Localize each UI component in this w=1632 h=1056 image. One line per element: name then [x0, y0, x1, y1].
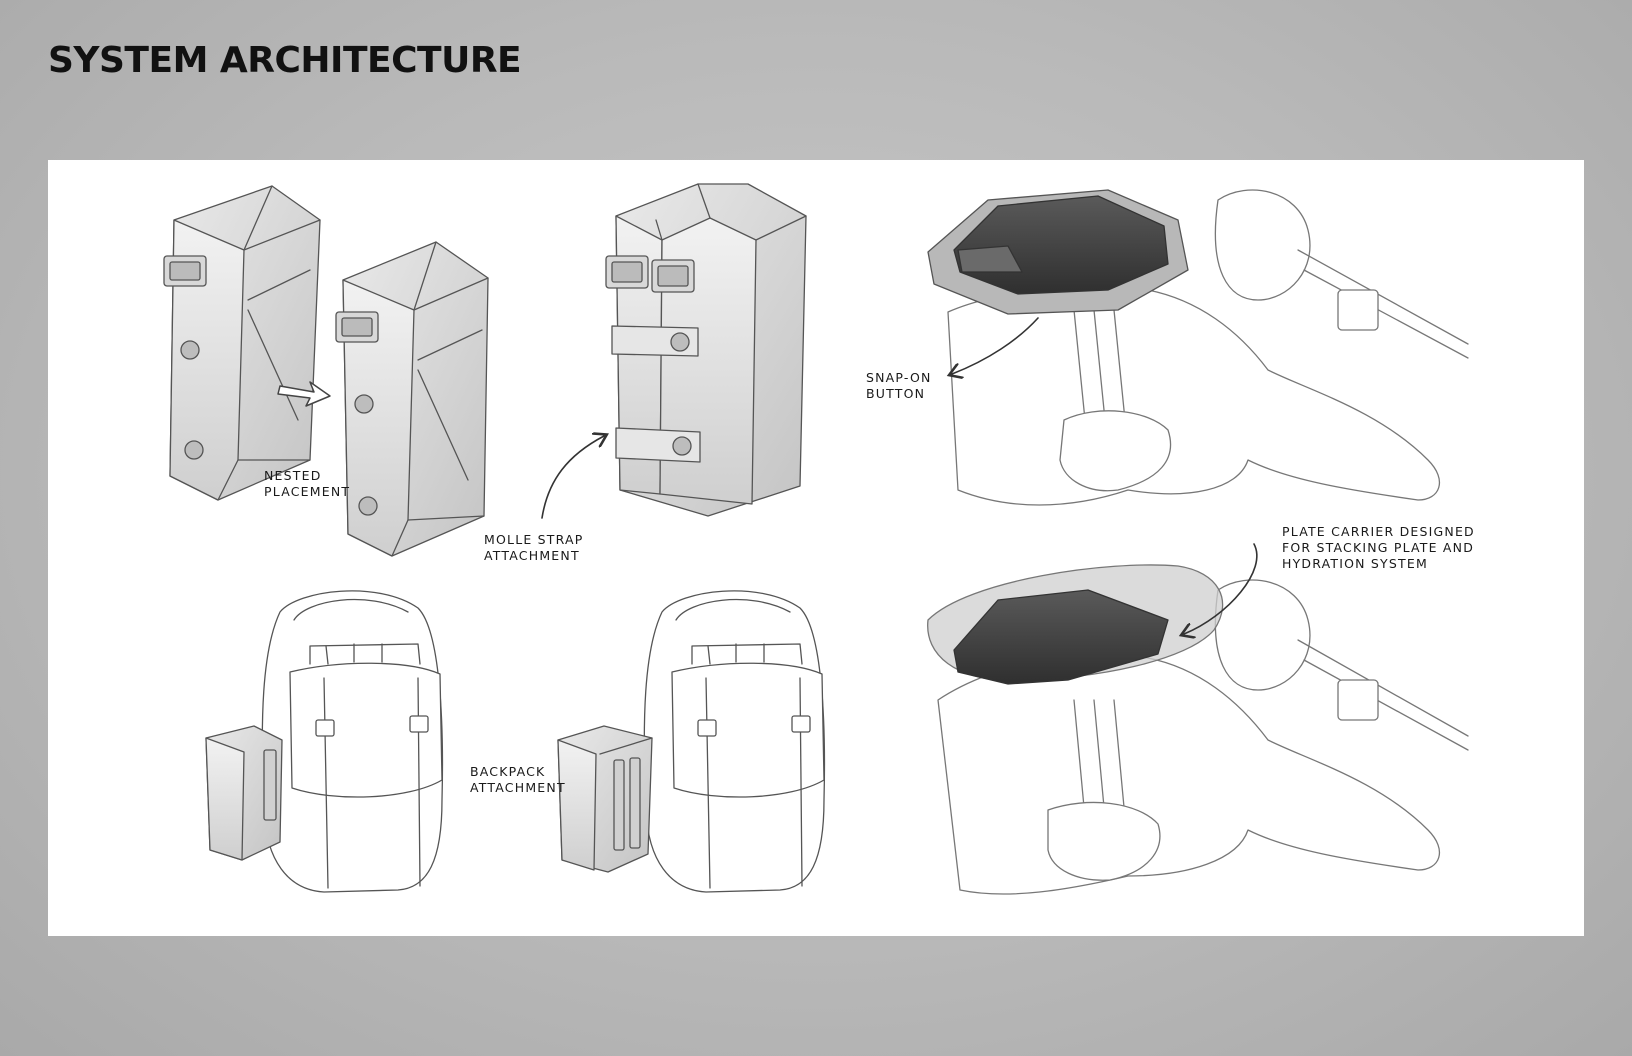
snap-on-module: [927, 189, 1189, 315]
curved-arrow-icon: [541, 436, 604, 519]
curved-arrow-icon: [1184, 543, 1258, 634]
backpack-1-module: [205, 725, 283, 861]
illustration-panel: NESTED PLACEMENT MOLLE STRAP ATTACHMENT …: [48, 160, 1584, 936]
callout-nested-placement: NESTED PLACEMENT: [264, 468, 351, 499]
plate-carrier-module: [927, 564, 1224, 685]
page-title: SYSTEM ARCHITECTURE: [48, 40, 522, 81]
backpack-2: [643, 590, 826, 893]
backpack-2-module: [557, 725, 653, 873]
callout-molle-strap-attachment: MOLLE STRAP ATTACHMENT: [484, 532, 584, 563]
stacked-modules: [605, 183, 807, 517]
soldier-figure-bottom: [937, 579, 1469, 895]
callout-backpack-attachment: BACKPACK ATTACHMENT: [470, 764, 566, 795]
soldier-figure-top: [947, 189, 1469, 506]
hard-module-2: [335, 241, 489, 557]
backpack-1: [261, 590, 444, 893]
hard-module-1: [163, 185, 321, 501]
callout-plate-carrier: PLATE CARRIER DESIGNED FOR STACKING PLAT…: [1282, 524, 1475, 571]
arrow-icon: [277, 381, 331, 407]
curved-arrow-icon: [952, 317, 1039, 374]
callout-snap-on-button: SNAP-ON BUTTON: [866, 370, 932, 401]
concept-sketches: [163, 183, 1469, 895]
